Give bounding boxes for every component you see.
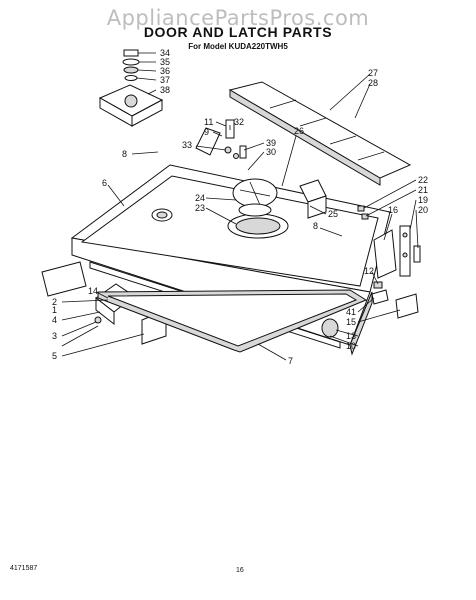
callout-41: 41 — [346, 307, 356, 317]
callout-24: 24 — [195, 193, 205, 203]
callout-6: 6 — [102, 178, 107, 188]
callout-3: 3 — [52, 331, 57, 341]
latch-parts — [299, 179, 421, 279]
callout-16: 16 — [388, 205, 398, 215]
callout-8-top: 8 — [122, 149, 127, 159]
vent-assembly — [98, 49, 164, 127]
callout-37: 37 — [160, 75, 170, 85]
callout-20: 20 — [418, 205, 428, 215]
callout-13: 13 — [346, 331, 356, 341]
callout-9: 9 — [204, 127, 209, 137]
callout-35: 35 — [160, 57, 170, 67]
dispenser-assembly — [151, 178, 289, 239]
callout-30: 30 — [266, 147, 276, 157]
page-number: 16 — [236, 567, 244, 574]
watermark: AppliancePartsPros.com — [106, 6, 370, 30]
callout-7: 7 — [288, 356, 293, 366]
callout-38: 38 — [160, 85, 170, 95]
callout-5: 5 — [52, 351, 57, 361]
callout-34: 34 — [160, 48, 170, 58]
callout-10: 10 — [346, 341, 356, 351]
top-trim-strip — [228, 81, 412, 186]
callout-39: 39 — [266, 138, 276, 148]
diagram-subtitle: For Model KUDA220TWH5 — [188, 42, 288, 51]
callout-1: 1 — [52, 305, 57, 315]
callout-22: 22 — [418, 175, 428, 185]
callout-2: 2 — [52, 297, 57, 307]
callout-26: 26 — [294, 126, 304, 136]
callout-27: 27 — [368, 68, 378, 78]
callout-23: 23 — [195, 203, 205, 213]
hinge-parts — [321, 281, 419, 338]
callout-21: 21 — [418, 185, 428, 195]
leader-lines — [61, 52, 419, 361]
bottom-gasket — [97, 289, 368, 353]
callout-14: 14 — [88, 286, 98, 296]
callout-19: 19 — [418, 195, 428, 205]
callout-15: 15 — [346, 317, 356, 327]
callout-11: 11 — [204, 117, 213, 127]
callout-labels: 34 35 36 37 38 27 28 11 32 9 33 39 30 26… — [52, 48, 428, 366]
callout-25: 25 — [328, 209, 338, 219]
diagram-title: DOOR AND LATCH PARTS — [143, 24, 333, 40]
callout-8-right: 8 — [313, 221, 318, 231]
callout-32: 32 — [234, 117, 244, 127]
callout-36: 36 — [160, 66, 170, 76]
callout-12: 12 — [364, 266, 374, 276]
callout-33: 33 — [182, 140, 192, 150]
callout-28: 28 — [368, 78, 378, 88]
document-number: 4171587 — [10, 565, 38, 572]
callout-4: 4 — [52, 315, 57, 325]
